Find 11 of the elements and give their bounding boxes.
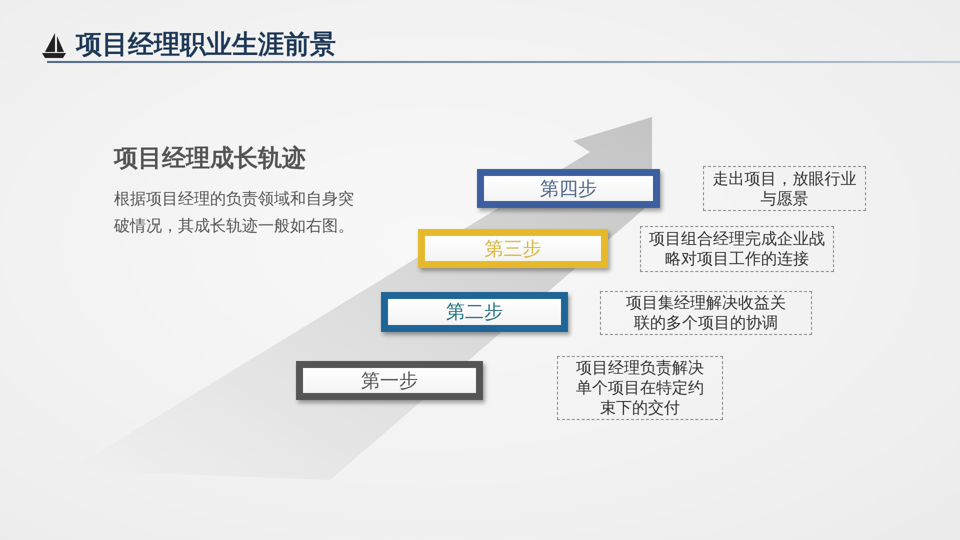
step-box: 第二步 (381, 292, 568, 332)
heading: 项目经理成长轨迹 (114, 143, 306, 174)
description-box: 项目集经理解决收益关联的多个项目的协调 (600, 291, 812, 335)
description-box: 项目经理负责解决单个项目在特定约束下的交付 (557, 356, 723, 420)
step-box: 第一步 (296, 361, 483, 400)
page-title: 项目经理职业生涯前景 (76, 29, 336, 61)
paragraph-text: 根据项目经理的负责领域和自身突破情况，其成长轨迹一般如右图。 (114, 188, 355, 237)
description-box: 项目组合经理完成企业战略对项目工作的连接 (640, 226, 834, 272)
step-box: 第三步 (418, 229, 608, 268)
description-box: 走出项目，放眼行业与愿景 (703, 166, 866, 211)
step-box: 第四步 (477, 169, 660, 208)
